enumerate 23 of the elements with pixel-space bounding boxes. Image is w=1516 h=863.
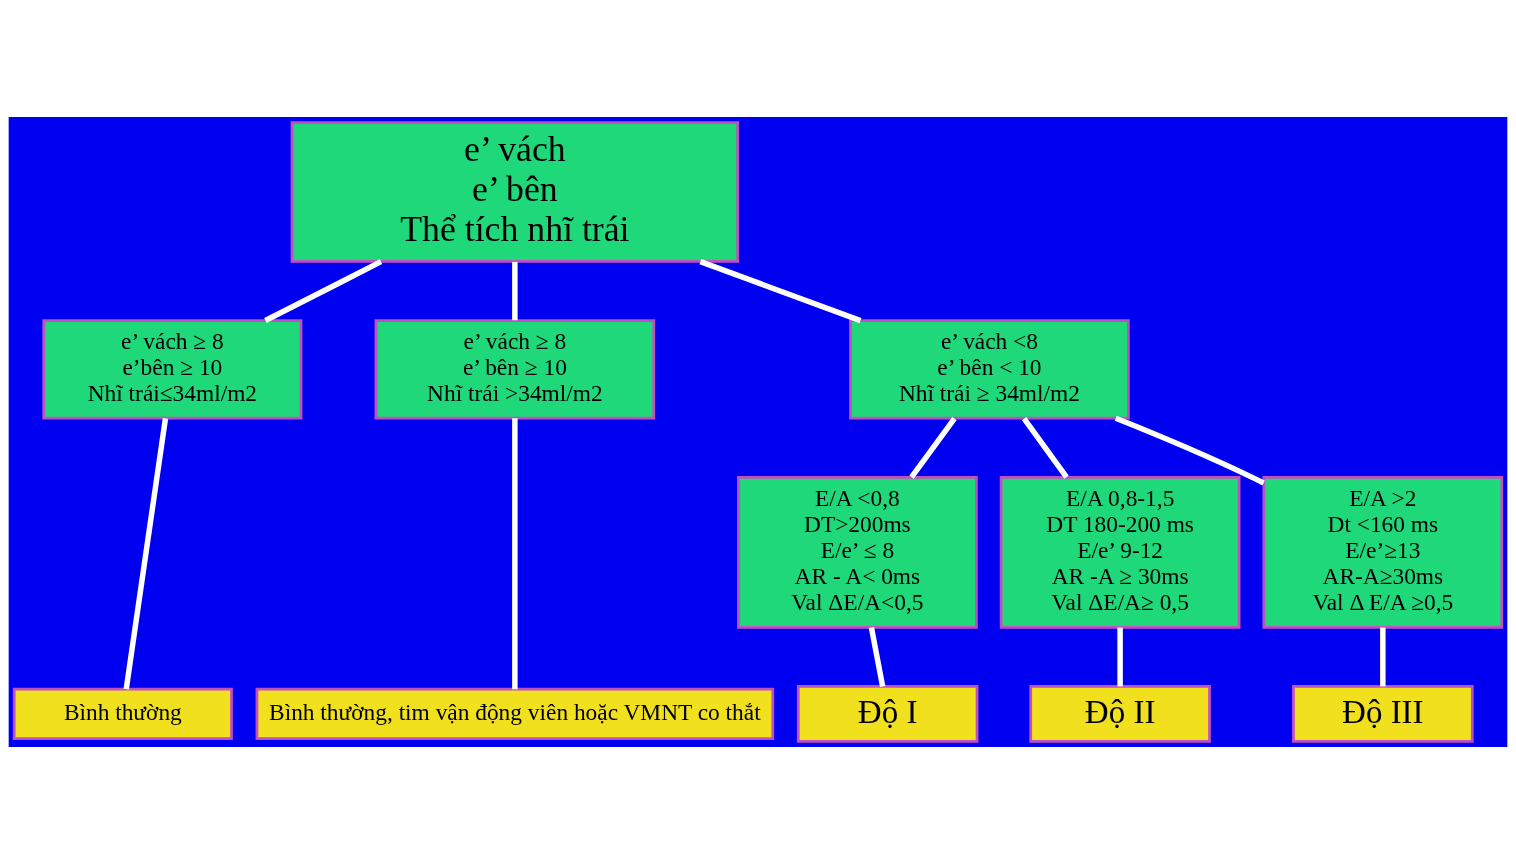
node-box: e’ vách <8 e’ bên < 10 Nhĩ trái ≥ 34ml/m2 — [849, 318, 1130, 420]
connector — [264, 258, 383, 323]
node-box: e’ vách e’ bên Thể tích nhĩ trái — [290, 120, 740, 263]
node-box: Độ III — [1292, 684, 1474, 743]
connector — [512, 417, 518, 689]
node-box: E/A >2 Dt <160 ms E/e’≥13 AR-A≥30ms Val Δ E/A ≥0,5 — [1262, 475, 1504, 629]
connector — [1117, 627, 1123, 686]
connector — [868, 626, 886, 687]
node-box: e’ vách ≥ 8 e’ bên ≥ 10 Nhĩ trái >34ml/m2 — [374, 318, 656, 420]
connector — [1114, 415, 1265, 485]
node-box: Độ I — [796, 684, 979, 743]
connector — [512, 261, 518, 320]
connector — [1021, 416, 1069, 479]
node-box: E/A <0,8 DT>200ms E/e’ ≤ 8 AR - A< 0ms Val ΔE/A<0,5 — [737, 475, 978, 629]
connector — [909, 416, 957, 479]
connector — [699, 258, 862, 323]
connector — [123, 417, 169, 690]
connector — [1380, 627, 1386, 686]
node-box: Bình thường, tim vận động viên hoặc VMNT co thắt — [255, 687, 775, 740]
node-box: Bình thường — [12, 687, 233, 740]
node-box: e’ vách ≥ 8 e’bên ≥ 10 Nhĩ trái≤34ml/m2 — [42, 318, 303, 420]
node-box: Độ II — [1029, 684, 1211, 743]
node-box: E/A 0,8-1,5 DT 180-200 ms E/e’ 9-12 AR -A ≥ 30ms Val ΔE/A≥ 0,5 — [999, 475, 1241, 629]
